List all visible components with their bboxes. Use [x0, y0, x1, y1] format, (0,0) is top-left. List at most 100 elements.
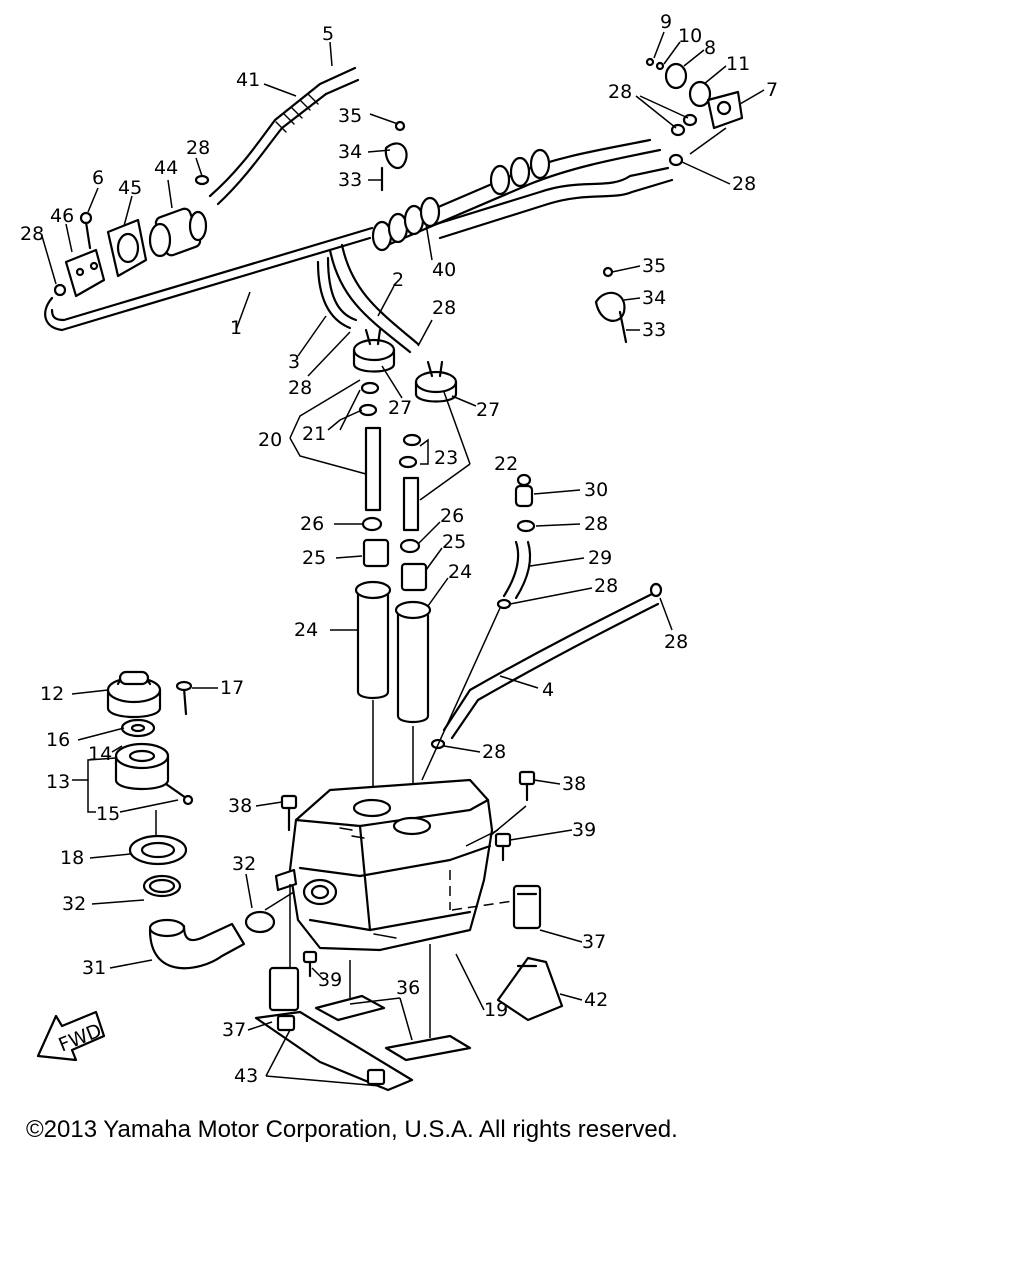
- callout-11: 11: [726, 53, 750, 75]
- diagram-canvas: FWD: [20, 11, 778, 1092]
- nuts-23: [398, 433, 422, 469]
- callout-38: 38: [228, 795, 252, 817]
- tank-bracket-37-left: [268, 966, 300, 1012]
- callout-30: 30: [584, 479, 608, 501]
- callout-28: 28: [482, 741, 506, 763]
- callout-25: 25: [302, 547, 326, 569]
- callout-28: 28: [732, 173, 756, 195]
- callout-28: 28: [664, 631, 688, 653]
- filler-hose-31: [148, 918, 246, 970]
- bracket-45: [106, 218, 148, 278]
- callout-22: 22: [494, 453, 518, 475]
- callout-20: 20: [258, 429, 282, 451]
- callout-29: 29: [588, 547, 612, 569]
- callout-28: 28: [608, 81, 632, 103]
- fwd-arrow-icon: FWD: [36, 1010, 106, 1062]
- callout-5: 5: [322, 23, 334, 45]
- screw-17: [175, 680, 193, 716]
- callout-38: 38: [562, 773, 586, 795]
- callout-21: 21: [302, 423, 326, 445]
- fuel-cap-12: [106, 670, 162, 718]
- callout-34: 34: [338, 141, 362, 163]
- callout-37: 37: [222, 1019, 246, 1041]
- callout-36: 36: [396, 977, 420, 999]
- check-valve-30: [514, 473, 536, 533]
- callout-32: 32: [62, 893, 86, 915]
- callout-19: 19: [484, 999, 508, 1021]
- callout-31: 31: [82, 957, 106, 979]
- callout-6: 6: [92, 167, 104, 189]
- callout-28: 28: [20, 223, 44, 245]
- callout-28: 28: [432, 297, 456, 319]
- callout-2: 2: [392, 269, 404, 291]
- clamps-28-right: [668, 113, 698, 167]
- hose-29: [502, 540, 532, 600]
- bolt-38-right: [518, 770, 536, 802]
- nuts-21: [358, 381, 380, 417]
- callout-4: 4: [542, 679, 554, 701]
- callout-27: 27: [388, 397, 412, 419]
- callout-42: 42: [584, 989, 608, 1011]
- callout-41: 41: [236, 69, 260, 91]
- grommet-26: [361, 516, 421, 554]
- sender-cap-27a: [352, 328, 396, 373]
- callout-33: 33: [642, 319, 666, 341]
- screw-6: [79, 211, 93, 250]
- pickup-pipe-20: [364, 426, 382, 512]
- callout-32: 32: [232, 853, 256, 875]
- callout-23: 23: [434, 447, 458, 469]
- tank-base-plate-43: [254, 1010, 414, 1092]
- fuel-filter-44: [148, 207, 208, 258]
- clamp-28-top: [194, 174, 210, 186]
- callout-28: 28: [186, 137, 210, 159]
- callout-39: 39: [572, 819, 596, 841]
- gasket-16: [120, 718, 156, 738]
- callout-10: 10: [678, 25, 702, 47]
- copyright-notice: ©2013 Yamaha Motor Corporation, U.S.A. A…: [26, 1116, 678, 1143]
- gasket-18: [128, 834, 188, 866]
- callout-16: 16: [46, 729, 70, 751]
- leader-lines: [41, 31, 765, 1087]
- callout-3: 3: [288, 351, 300, 373]
- callout-24: 24: [448, 561, 472, 583]
- pickup-pipe-22: [402, 476, 420, 532]
- breather-hose-4: [430, 582, 663, 750]
- callout-35: 35: [642, 255, 666, 277]
- callout-12: 12: [40, 683, 64, 705]
- hose-clamp-34a: [380, 120, 408, 192]
- callout-labels: 5 41 35 34 33 28 44 6 45 46 28 9 10 8 11…: [20, 11, 778, 1087]
- callout-28: 28: [288, 377, 312, 399]
- hose-clamp-34b: [594, 266, 628, 344]
- sender-cap-27b: [414, 360, 458, 403]
- callout-43: 43: [234, 1065, 258, 1087]
- callout-28: 28: [584, 513, 608, 535]
- hose-bundle-right: [378, 138, 674, 246]
- fuel-cock-7: [706, 90, 744, 130]
- bolt-38-left: [280, 794, 298, 832]
- callout-24: 24: [294, 619, 318, 641]
- callout-34: 34: [642, 287, 666, 309]
- bracket-46: [64, 248, 106, 298]
- hose-clamp-32: [142, 874, 276, 934]
- fuel-hose-1: [44, 226, 374, 332]
- callout-46: 46: [50, 205, 74, 227]
- callout-25: 25: [442, 531, 466, 553]
- knob-8: [664, 62, 688, 90]
- oring-11: [688, 80, 712, 108]
- callout-28: 28: [594, 575, 618, 597]
- callout-39: 39: [318, 969, 342, 991]
- callout-33: 33: [338, 169, 362, 191]
- callout-27: 27: [476, 399, 500, 421]
- strainer-25: [362, 538, 428, 592]
- fuel-tank-19: [288, 778, 494, 952]
- callout-26: 26: [300, 513, 324, 535]
- callout-26: 26: [440, 505, 464, 527]
- callout-17: 17: [220, 677, 244, 699]
- callout-45: 45: [118, 177, 142, 199]
- callout-37: 37: [582, 931, 606, 953]
- fuel-tank-exploded-diagram: FWD: [20, 11, 778, 1092]
- callout-18: 18: [60, 847, 84, 869]
- filler-neck-13: [114, 742, 194, 806]
- sleeve-24: [354, 580, 432, 724]
- hose-protector-40: [371, 148, 551, 252]
